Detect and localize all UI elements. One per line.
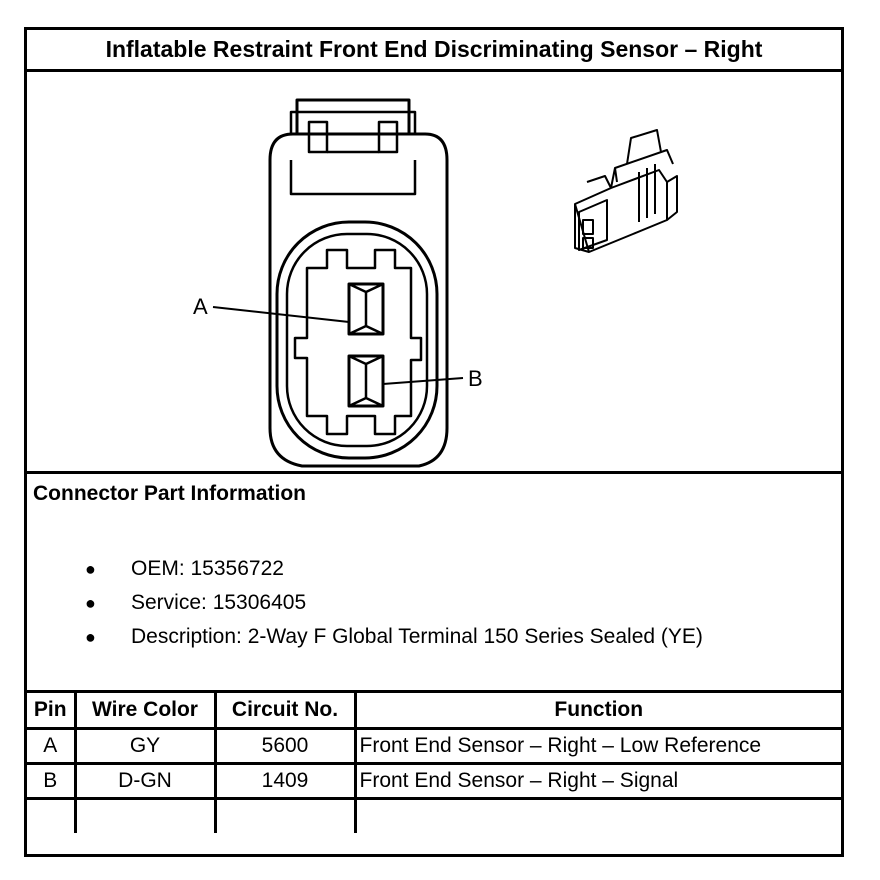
pin-a-callout: A <box>193 294 208 319</box>
cell-function: Front End Sensor – Right – Low Reference <box>353 726 841 765</box>
cell-pin: A <box>27 726 77 765</box>
connector-part-info: Connector Part Information ●OEM: 1535672… <box>27 474 841 693</box>
cell-wire-color <box>73 796 217 833</box>
info-heading: Connector Part Information <box>33 482 307 505</box>
table-row: A GY 5600 Front End Sensor – Right – Low… <box>27 726 841 765</box>
table-row: B D-GN 1409 Front End Sensor – Right – S… <box>27 761 841 800</box>
cell-wire-color: D-GN <box>73 761 217 800</box>
header-pin: Pin <box>27 693 77 730</box>
info-item-service: ●Service: 15306405 <box>27 586 703 620</box>
bullet-icon: ● <box>85 627 96 647</box>
info-item-description: ●Description: 2-Way F Global Terminal 15… <box>27 620 703 654</box>
cell-pin: B <box>27 761 77 800</box>
table-header-row: Pin Wire Color Circuit No. Function <box>27 693 841 730</box>
pin-b-callout: B <box>468 366 483 391</box>
sheet-title: Inflatable Restraint Front End Discrimin… <box>27 30 841 72</box>
cell-wire-color: GY <box>73 726 217 765</box>
cell-function: Front End Sensor – Right – Signal <box>353 761 841 800</box>
header-circuit-no: Circuit No. <box>213 693 357 730</box>
header-function: Function <box>353 693 841 730</box>
cell-pin <box>27 796 77 833</box>
header-wire-color: Wire Color <box>73 693 217 730</box>
connector-figure: A B <box>27 72 841 474</box>
table-row <box>27 796 841 833</box>
pinout-table: Pin Wire Color Circuit No. Function A GY… <box>27 693 841 833</box>
bullet-icon: ● <box>85 559 96 579</box>
connector-sheet: Inflatable Restraint Front End Discrimin… <box>24 27 844 857</box>
info-list: ●OEM: 15356722 ●Service: 15306405 ●Descr… <box>27 552 703 654</box>
connector-3d-view <box>574 129 678 253</box>
info-item-oem: ●OEM: 15356722 <box>27 552 703 586</box>
cell-function <box>353 796 841 833</box>
connector-face-drawing <box>212 98 678 468</box>
cell-circuit-no <box>213 796 357 833</box>
cell-circuit-no: 1409 <box>213 761 357 800</box>
cell-circuit-no: 5600 <box>213 726 357 765</box>
bullet-icon: ● <box>85 593 96 613</box>
